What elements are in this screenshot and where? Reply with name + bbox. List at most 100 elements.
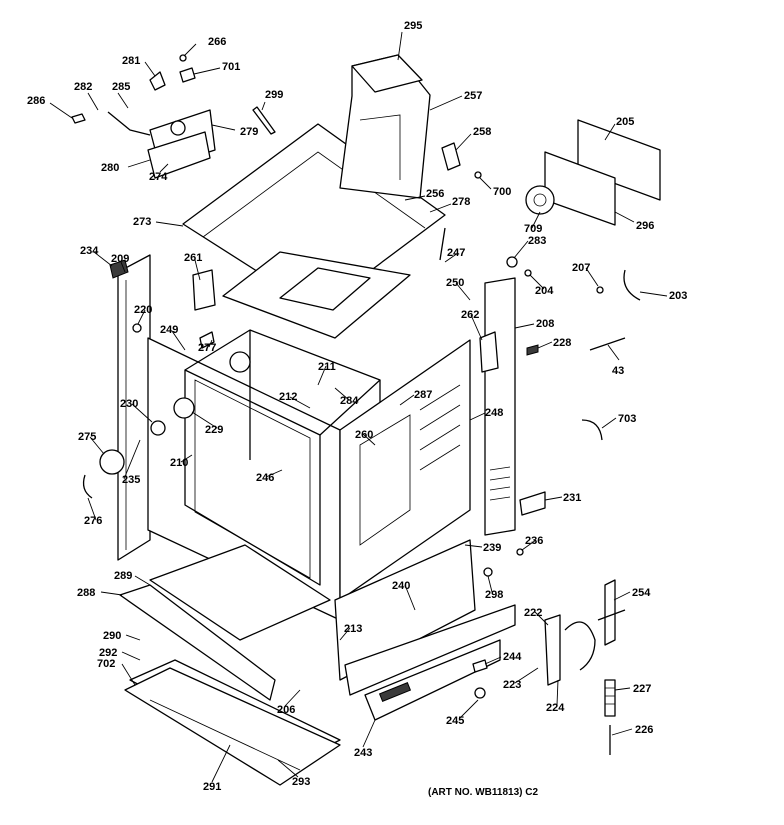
callout-label: 290 <box>103 630 121 642</box>
shield-703 <box>581 419 603 441</box>
callout-label: 43 <box>612 365 624 377</box>
callout-label: 266 <box>208 36 226 48</box>
callout-label: 212 <box>279 391 297 403</box>
fitting-283 <box>506 256 518 268</box>
callout-label: 700 <box>493 186 511 198</box>
screw-204 <box>524 269 532 277</box>
drawer-front-rail <box>119 584 276 701</box>
burner-bracket <box>344 604 516 696</box>
callout-label: 295 <box>404 20 422 32</box>
callout-label: 256 <box>426 188 444 200</box>
callout-label: 220 <box>134 304 152 316</box>
callout-label: 229 <box>205 424 223 436</box>
manifold-slot <box>378 682 412 702</box>
igniter-bracket <box>192 269 216 311</box>
bracket-231 <box>519 491 546 516</box>
callout-label: 204 <box>535 285 554 297</box>
rear-bracket-lower <box>544 151 616 226</box>
bulb-clip <box>82 474 93 499</box>
callout-label: 291 <box>203 781 221 793</box>
callout-label: 273 <box>133 216 151 228</box>
callout-label: 283 <box>528 235 546 247</box>
callout-label: 280 <box>101 162 119 174</box>
lower-frame <box>334 539 476 681</box>
grommet <box>109 259 129 279</box>
callout-label: 262 <box>461 309 479 321</box>
pin-266 <box>179 54 187 62</box>
fastener-245 <box>474 687 486 699</box>
callout-label: 224 <box>546 702 565 714</box>
screw-700 <box>474 171 482 179</box>
callout-label: 276 <box>84 515 102 527</box>
callout-label: 208 <box>536 318 554 330</box>
callout-label: 285 <box>112 81 130 93</box>
leader-lines <box>49 31 668 783</box>
callout-label: 709 <box>524 223 542 235</box>
callout-label: 248 <box>485 407 503 419</box>
wire-203 <box>623 269 641 301</box>
igniter-227 <box>604 679 616 717</box>
duct-cap <box>351 54 423 93</box>
callout-label: 279 <box>240 126 258 138</box>
art-number: (ART NO. WB11813) C2 <box>428 787 538 798</box>
burner-ring <box>229 351 251 373</box>
callout-label: 211 <box>318 361 336 373</box>
callout-label: 298 <box>485 589 503 601</box>
callout-labels: 295 266 281 701 282 285 286 299 279 280 … <box>27 20 687 798</box>
clip-701 <box>179 67 196 83</box>
base-rail <box>364 639 501 721</box>
callout-label: 249 <box>160 324 178 336</box>
callout-label: 299 <box>265 89 283 101</box>
callout-label: 244 <box>503 651 522 663</box>
clip-244 <box>472 659 488 673</box>
wire-43 <box>589 337 626 351</box>
callout-label: 223 <box>503 679 521 691</box>
callout-label: 286 <box>27 95 45 107</box>
callout-label: 292 <box>99 647 117 659</box>
bracket-222 <box>544 614 561 686</box>
screw-220 <box>132 323 142 333</box>
callout-label: 257 <box>464 90 482 102</box>
callout-label: 213 <box>344 623 362 635</box>
callout-label: 293 <box>292 776 310 788</box>
callout-label: 230 <box>120 398 138 410</box>
fan-wheel <box>525 185 555 215</box>
callout-label: 278 <box>452 196 470 208</box>
callout-label: 701 <box>222 61 240 73</box>
callout-label: 206 <box>277 704 295 716</box>
callout-label: 236 <box>525 535 543 547</box>
callout-label: 284 <box>340 395 359 407</box>
callout-label: 250 <box>446 277 464 289</box>
callout-label: 282 <box>74 81 92 93</box>
callout-label: 203 <box>669 290 687 302</box>
callout-label: 222 <box>524 607 542 619</box>
cabinet-drawing <box>71 54 661 786</box>
grommet-277 <box>199 331 215 349</box>
callout-label: 258 <box>473 126 491 138</box>
clip-207 <box>596 286 604 294</box>
callout-label: 254 <box>632 587 651 599</box>
rod-247 <box>439 227 446 261</box>
callout-label: 210 <box>170 457 188 469</box>
kick-panel <box>124 667 341 786</box>
bracket-258 <box>441 142 461 171</box>
callout-label: 261 <box>184 252 202 264</box>
callout-label: 235 <box>122 474 140 486</box>
callout-label: 246 <box>256 472 274 484</box>
burner-box-inner <box>279 267 371 311</box>
bracket-262 <box>479 331 499 373</box>
burner-254 <box>604 579 616 646</box>
callout-label: 702 <box>97 658 115 670</box>
broiler-pan <box>149 544 331 641</box>
callout-label: 243 <box>354 747 372 759</box>
oven-opening <box>184 369 321 586</box>
callout-label: 274 <box>149 171 168 183</box>
callout-label: 228 <box>553 337 571 349</box>
light-bulb <box>99 449 125 475</box>
callout-label: 234 <box>80 245 99 257</box>
callout-label: 703 <box>618 413 636 425</box>
callout-label: 277 <box>198 342 216 354</box>
valve-plate <box>147 131 211 179</box>
bolt-299 <box>252 106 276 135</box>
